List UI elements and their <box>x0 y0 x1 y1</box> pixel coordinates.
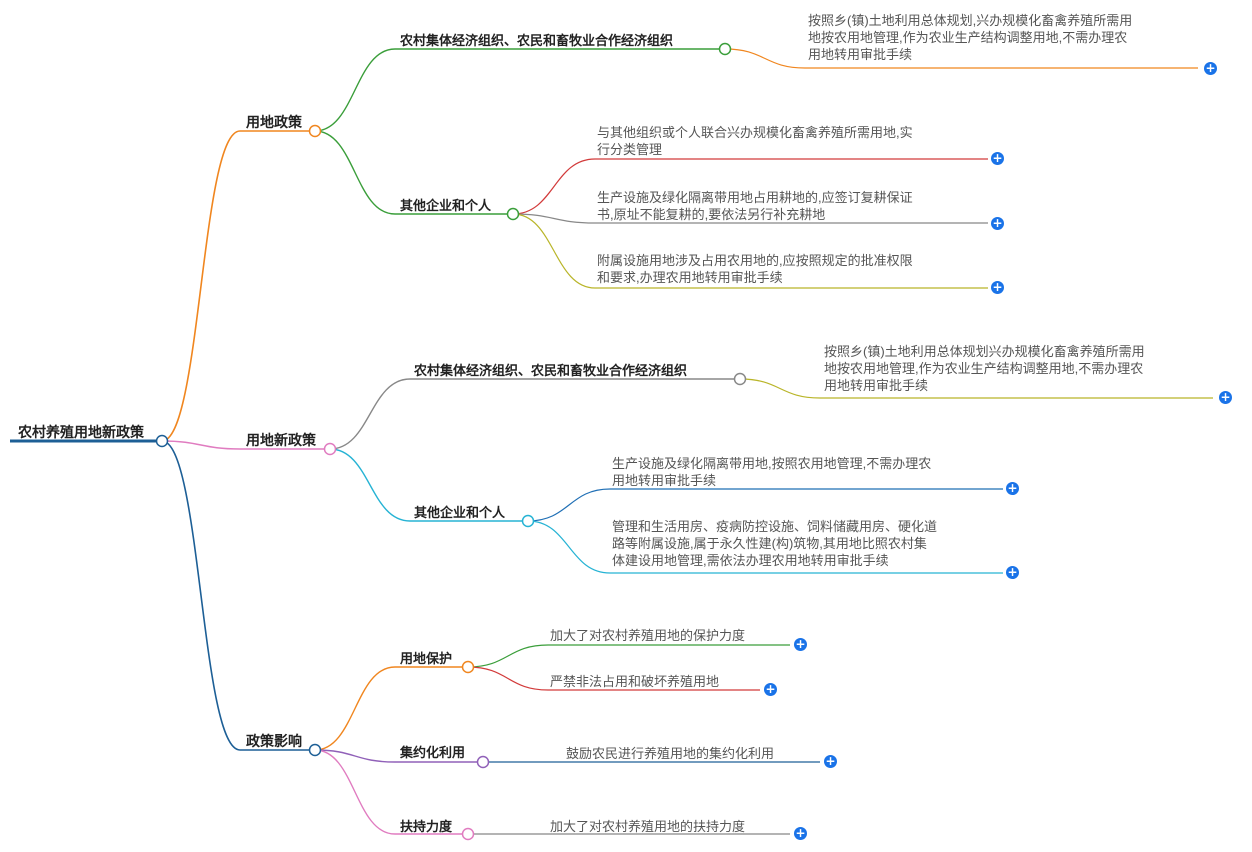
leaf-text: 生产设施及绿化隔离带用地占用耕地的,应签订复耕保证 书,原址不能复耕的,要依法另… <box>597 190 913 222</box>
topic-new-land-policy[interactable]: 用地新政策 <box>246 432 316 448</box>
leaf-text: 加大了对农村养殖用地的扶持力度 <box>550 819 746 834</box>
leaf-text: 严禁非法占用和破坏养殖用地 <box>550 674 720 689</box>
expand-button[interactable]: + <box>991 151 1004 165</box>
leaf-text: 管理和生活用房、疫病防控设施、饲料储藏用房、硬化道 路等附属设施,属于永久性建(… <box>612 519 938 568</box>
connector-line <box>467 644 549 668</box>
connector-line <box>724 48 806 69</box>
expand-button[interactable]: + <box>764 682 777 696</box>
connector-line <box>329 448 411 522</box>
subtopic-other-enterprises[interactable]: 其他企业和个人 <box>414 505 506 520</box>
expand-button[interactable]: + <box>794 637 807 651</box>
leaf-text: 按照乡(镇)土地利用总体规划兴办规模化畜禽养殖所需用 地按农用地管理,作为农业生… <box>824 344 1145 393</box>
leaf-text: 生产设施及绿化隔离带用地,按照农用地管理,不需办理农 用地转用审批手续 <box>612 456 932 488</box>
subtopic-intensive-use[interactable]: 集约化利用 <box>400 745 466 760</box>
leaf-text: 加大了对农村养殖用地的保护力度 <box>550 628 746 643</box>
collapse-toggle[interactable] <box>308 124 322 138</box>
connector-line <box>512 213 596 289</box>
expand-button[interactable]: + <box>1006 565 1019 579</box>
collapse-toggle[interactable] <box>155 434 169 448</box>
expand-button[interactable]: + <box>794 826 807 840</box>
leaf-text: 按照乡(镇)土地利用总体规划,兴办规模化畜禽养殖所需用 地按农用地管理,作为农业… <box>808 13 1133 62</box>
collapse-toggle[interactable] <box>476 755 490 769</box>
connector-line <box>467 666 549 691</box>
leaf-text: 附属设施用地涉及占用农用地的,应按照规定的批准权限 和要求,办理农用地转用审批手… <box>597 253 913 285</box>
topic-land-policy[interactable]: 用地政策 <box>246 114 302 130</box>
connector-line <box>512 158 596 215</box>
connector-line <box>314 130 396 215</box>
connector-line <box>527 520 611 574</box>
connector-line <box>314 48 396 132</box>
root-topic[interactable]: 农村养殖用地新政策 <box>18 424 144 440</box>
connector-line <box>161 440 241 751</box>
collapse-toggle[interactable] <box>308 743 322 757</box>
collapse-toggle[interactable] <box>323 442 337 456</box>
connector-line <box>161 440 241 450</box>
subtopic-support[interactable]: 扶持力度 <box>400 819 453 834</box>
expand-button[interactable]: + <box>824 754 837 768</box>
connector-line <box>314 749 396 835</box>
expand-button[interactable]: + <box>1006 481 1019 495</box>
subtopic-land-protection[interactable]: 用地保护 <box>400 651 453 666</box>
collapse-toggle[interactable] <box>521 514 535 528</box>
connector-line <box>161 130 241 442</box>
collapse-toggle[interactable] <box>461 827 475 841</box>
connector-line <box>527 488 611 522</box>
collapse-toggle[interactable] <box>461 660 475 674</box>
connector-line <box>329 378 411 450</box>
leaf-text: 鼓励农民进行养殖用地的集约化利用 <box>566 746 775 761</box>
collapse-toggle[interactable] <box>506 207 520 221</box>
connector-line <box>314 749 396 763</box>
connector-line <box>512 213 596 224</box>
subtopic-collective-orgs[interactable]: 农村集体经济组织、农民和畜牧业合作经济组织 <box>414 363 688 378</box>
collapse-toggle[interactable] <box>733 372 747 386</box>
leaf-text: 与其他组织或个人联合兴办规模化畜禽养殖所需用地,实 行分类管理 <box>597 125 913 157</box>
subtopic-other-enterprises[interactable]: 其他企业和个人 <box>400 198 492 213</box>
connector-line <box>739 378 821 399</box>
connector-line <box>314 666 396 751</box>
expand-button[interactable]: + <box>991 280 1004 294</box>
expand-button[interactable]: + <box>991 216 1004 230</box>
subtopic-collective-orgs[interactable]: 农村集体经济组织、农民和畜牧业合作经济组织 <box>400 33 674 48</box>
expand-button[interactable]: + <box>1204 61 1217 75</box>
expand-button[interactable]: + <box>1219 390 1232 404</box>
collapse-toggle[interactable] <box>718 42 732 56</box>
topic-policy-impact[interactable]: 政策影响 <box>246 733 302 749</box>
